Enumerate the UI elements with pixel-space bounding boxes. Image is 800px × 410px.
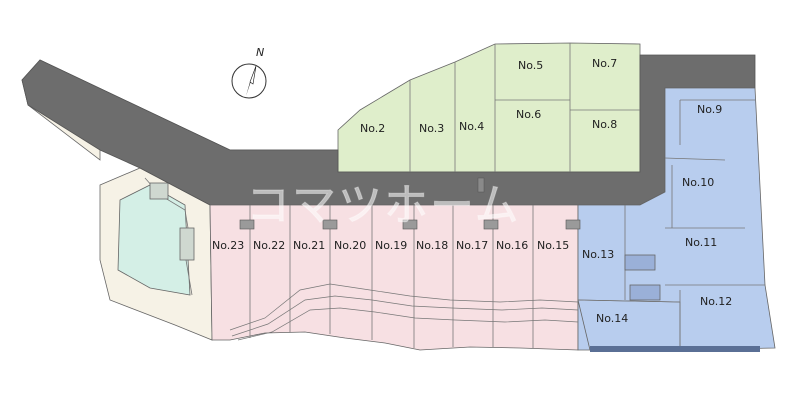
road-marker xyxy=(477,177,485,193)
lot-label-23: No.23 xyxy=(212,239,244,252)
south-boundary-hatch xyxy=(590,346,760,352)
lot-label-18: No.18 xyxy=(416,239,448,252)
lot-label-22: No.22 xyxy=(253,239,285,252)
lot-label-20: No.20 xyxy=(334,239,366,252)
lot-label-9: No.9 xyxy=(697,103,722,116)
lot-label-5: No.5 xyxy=(518,59,543,72)
lot-label-15: No.15 xyxy=(537,239,569,252)
lot-label-12: No.12 xyxy=(700,295,732,308)
blue-lot-dividers xyxy=(577,99,765,350)
park-retaining-wall xyxy=(179,227,195,261)
driveway-gate xyxy=(624,254,656,271)
lot-label-3: No.3 xyxy=(419,122,444,135)
watermark: コマツホーム xyxy=(246,180,521,231)
lot-label-4: No.4 xyxy=(459,120,484,133)
lot-label-21: No.21 xyxy=(293,239,325,252)
lot-label-13: No.13 xyxy=(582,248,614,261)
driveway-gate xyxy=(629,284,661,301)
lot-label-6: No.6 xyxy=(516,108,541,121)
compass-north-label: N xyxy=(256,46,264,59)
lot-label-11: No.11 xyxy=(685,236,717,249)
lot-label-17: No.17 xyxy=(456,239,488,252)
lot-label-2: No.2 xyxy=(360,122,385,135)
lot-label-10: No.10 xyxy=(682,176,714,189)
lot-label-16: No.16 xyxy=(496,239,528,252)
retaining-wall xyxy=(229,283,579,341)
lot-label-7: No.7 xyxy=(592,57,617,70)
blue-lot-block-sw xyxy=(577,299,681,351)
lot-label-14: No.14 xyxy=(596,312,628,325)
entry-markers xyxy=(239,219,581,230)
green-lot-dividers xyxy=(409,43,640,172)
north-compass: N xyxy=(231,46,267,99)
lot-label-8: No.8 xyxy=(592,118,617,131)
park-retaining-wall xyxy=(149,182,169,200)
lot-label-19: No.19 xyxy=(375,239,407,252)
